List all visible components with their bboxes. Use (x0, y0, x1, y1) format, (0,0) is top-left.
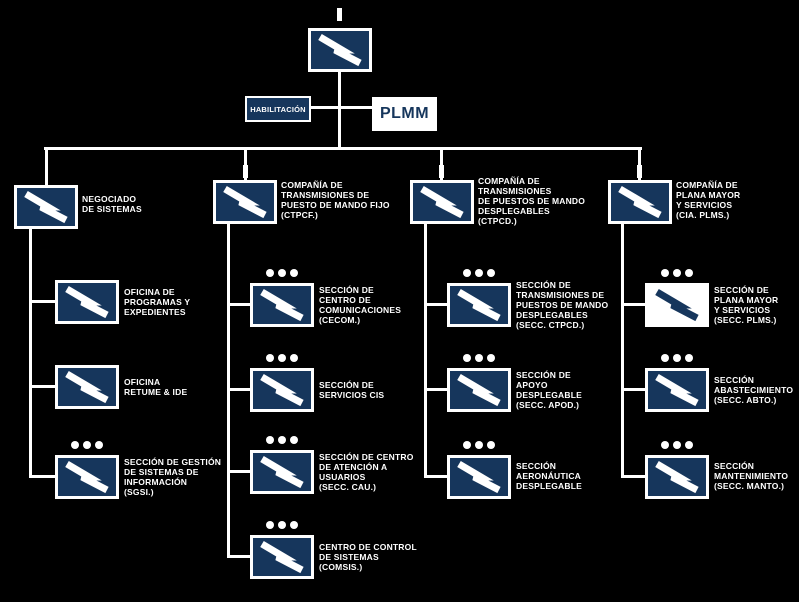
connector (424, 303, 447, 306)
connector (424, 475, 447, 478)
org-node-secc-plms (645, 283, 709, 327)
org-node-cau (250, 450, 314, 494)
echelon-tick (243, 165, 248, 178)
section-size-dots (463, 441, 495, 449)
org-node-label: SECCIÓN DE CENTRO DE ATENCIÓN A USUARIOS… (319, 452, 414, 492)
connector (29, 475, 55, 478)
signals-unit-icon (24, 190, 68, 224)
section-size-dots (266, 521, 298, 529)
connector (45, 147, 48, 185)
connector (29, 300, 55, 303)
connector (621, 224, 624, 478)
org-node-sgsi (55, 455, 119, 499)
connector (424, 224, 427, 478)
org-node-oficina-retume (55, 365, 119, 409)
org-node-oficina-programas (55, 280, 119, 324)
org-node-secc-ctpcd (447, 283, 511, 327)
connector (638, 147, 641, 180)
section-size-dots (463, 269, 495, 277)
connector (227, 555, 250, 558)
signals-unit-icon (655, 460, 699, 494)
org-node-label: SECCIÓN DE TRANSMISIONES DE PUESTOS DE M… (516, 280, 609, 330)
org-node-root (308, 28, 372, 72)
signals-unit-icon (65, 460, 109, 494)
org-node-label: SECCIÓN ABASTECIMIENTO (SECC. ABTO.) (714, 375, 794, 405)
org-node-abto (645, 368, 709, 412)
plmm-box: PLMM (372, 97, 437, 131)
signals-unit-icon (420, 185, 464, 219)
section-size-dots (463, 354, 495, 362)
connector (621, 388, 645, 391)
signals-unit-icon (618, 185, 662, 219)
signals-unit-icon (260, 373, 304, 407)
signals-unit-icon (260, 540, 304, 574)
org-node-label: CENTRO DE CONTROL DE SISTEMAS (COMSIS.) (319, 542, 417, 572)
org-node-servicios-cis (250, 368, 314, 412)
connector (244, 147, 247, 180)
section-size-dots (266, 354, 298, 362)
org-node-label: SECCIÓN MANTENIMIENTO (SECC. MANTO.) (714, 461, 789, 491)
org-node-label: COMPAÑÍA DE TRANSMISIONES DE PUESTO DE M… (281, 180, 390, 220)
org-node-cecom (250, 283, 314, 327)
section-size-dots (266, 436, 298, 444)
section-size-dots (661, 269, 693, 277)
connector (227, 303, 250, 306)
org-node-label: OFICINA RETUME & IDE (124, 377, 188, 397)
signals-unit-icon (457, 460, 501, 494)
connector (311, 106, 372, 109)
signals-unit-icon (223, 185, 267, 219)
connector (621, 475, 645, 478)
echelon-tick (439, 165, 444, 178)
org-node-comsis (250, 535, 314, 579)
habilitacion-box: HABILITACIÓN (245, 96, 311, 122)
signals-unit-icon (655, 288, 699, 322)
signals-unit-icon (457, 288, 501, 322)
connector (621, 303, 645, 306)
org-node-label: COMPAÑÍA DE PLANA MAYOR Y SERVICIOS (CIA… (676, 180, 741, 220)
connector (44, 147, 642, 150)
echelon-tick (337, 8, 342, 21)
connector (338, 72, 341, 150)
echelon-tick (637, 165, 642, 178)
section-size-dots (661, 354, 693, 362)
signals-unit-icon (655, 373, 699, 407)
org-node-ctpcd (410, 180, 474, 224)
signals-unit-icon (318, 33, 362, 67)
section-size-dots (266, 269, 298, 277)
org-node-manto (645, 455, 709, 499)
org-node-aeronautica (447, 455, 511, 499)
org-node-cia-plms (608, 180, 672, 224)
org-node-apod (447, 368, 511, 412)
connector (29, 229, 32, 478)
connector (29, 385, 55, 388)
connector (424, 388, 447, 391)
org-node-label: OFICINA DE PROGRAMAS Y EXPEDIENTES (124, 287, 191, 317)
org-node-ctpcf (213, 180, 277, 224)
signals-unit-icon (65, 285, 109, 319)
connector (227, 388, 250, 391)
org-node-label: SECCIÓN DE GESTIÓN DE SISTEMAS DE INFORM… (124, 457, 222, 497)
section-size-dots (661, 441, 693, 449)
signals-unit-icon (260, 455, 304, 489)
org-node-negociado (14, 185, 78, 229)
org-node-label: SECCIÓN DE CENTRO DE COMUNICACIONES (CEC… (319, 285, 402, 325)
signals-unit-icon (65, 370, 109, 404)
org-node-label: NEGOCIADO DE SISTEMAS (82, 194, 142, 214)
org-node-label: COMPAÑÍA DE TRANSMISIONES DE PUESTOS DE … (478, 176, 586, 226)
org-node-label: SECCIÓN DE PLANA MAYOR Y SERVICIOS (SECC… (714, 285, 779, 325)
section-size-dots (71, 441, 103, 449)
connector (227, 224, 230, 558)
connector (440, 147, 443, 180)
org-node-label: SECCIÓN DE SERVICIOS CIS (319, 380, 385, 400)
org-node-label: SECCIÓN AERONÁUTICA DESPLEGABLE (516, 461, 582, 491)
connector (227, 470, 250, 473)
org-node-label: SECCIÓN DE APOYO DESPLEGABLE (SECC. APOD… (516, 370, 582, 410)
signals-unit-icon (457, 373, 501, 407)
signals-unit-icon (260, 288, 304, 322)
